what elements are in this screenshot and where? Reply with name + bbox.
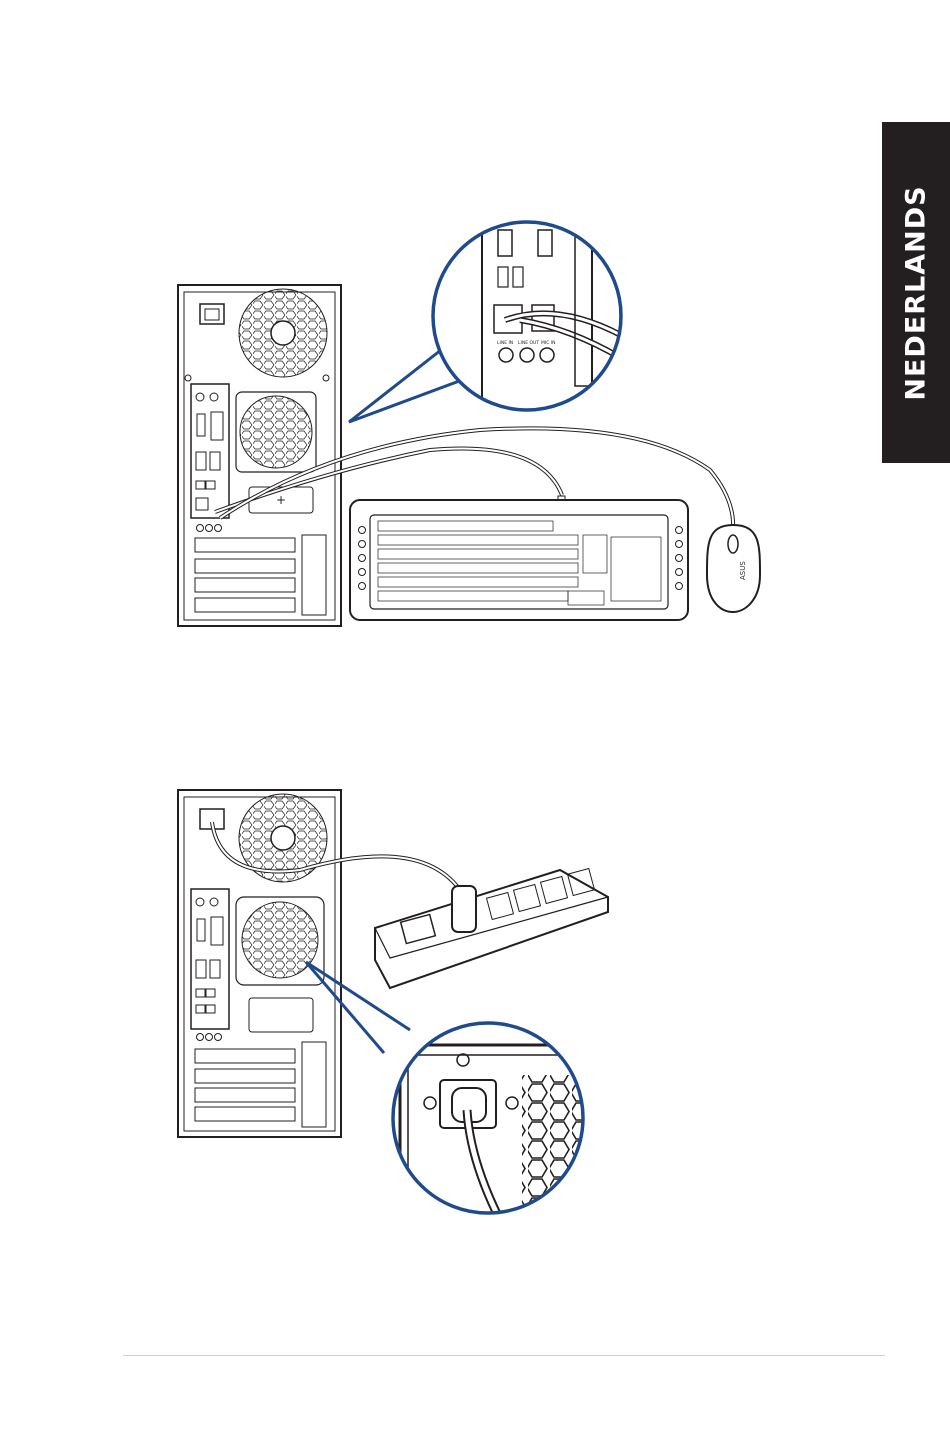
zoom-port-label: LINE IN bbox=[497, 340, 513, 346]
zoom-port-label: LINE OUT bbox=[518, 340, 539, 346]
power-strip bbox=[375, 869, 608, 988]
pc-tower-rear: + bbox=[178, 285, 341, 626]
svg-text:+: + bbox=[276, 493, 286, 507]
mouse: ASUS bbox=[707, 525, 760, 612]
keyboard bbox=[350, 500, 688, 620]
zoom-rear-ports: LINE IN LINE OUT MIC IN bbox=[433, 220, 640, 420]
zoom-power-socket bbox=[393, 1023, 592, 1220]
figure-power-connection bbox=[178, 790, 608, 1220]
mouse-logo: ASUS bbox=[739, 561, 747, 580]
figure-keyboard-mouse-connection: + bbox=[178, 220, 760, 626]
footer-rule bbox=[123, 1355, 885, 1356]
zoom-port-label: MIC IN bbox=[541, 340, 555, 346]
pc-tower-rear-2 bbox=[178, 790, 341, 1137]
